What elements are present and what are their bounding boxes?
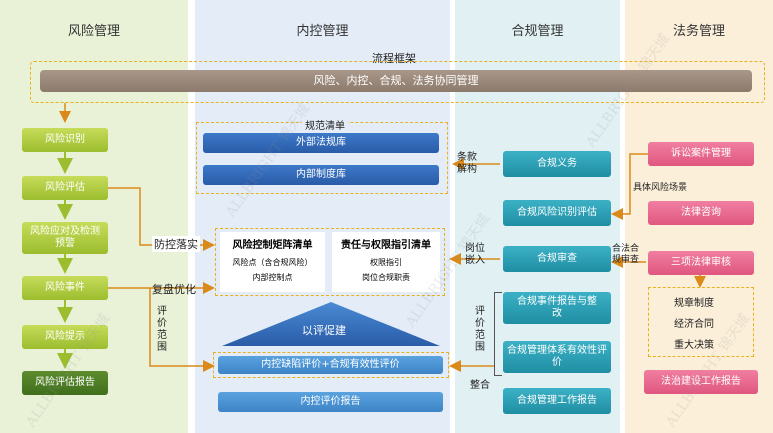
compliance-review: 合规审查 [503,246,611,272]
framework-bar: 风险、内控、合规、法务协同管理 [40,70,752,92]
authority-title: 责任与权限指引清单 [341,240,431,251]
risk-step-report: 风险评估报告 [22,371,108,395]
guifan-title: 规范清单 [302,117,348,132]
compliance-eval-bracket [494,292,502,376]
label-gangwei: 岗位嵌入 [465,243,485,266]
authority-line-permission: 权限指引 [370,258,402,267]
label-jutifengxian: 具体风险场景 [633,180,688,193]
authority-line-duty: 岗位合规职责 [362,273,410,282]
label-tiaokuan: 条款解构 [457,152,477,175]
evaluate-triangle-label: 以评促建 [302,324,346,337]
compliance-event-report: 合规事件报告与整改 [503,292,611,324]
label-pingjia-right: 评价范围 [475,306,485,353]
label-zhenghe: 整合 [470,380,490,391]
legal-consult: 法律咨询 [648,201,754,225]
matrix-title: 风险控制矩阵清单 [232,240,313,251]
legal-review-contracts: 经济合同 [674,319,714,330]
matrix-line-risk-point: 风险点（含合规风险） [232,258,313,267]
matrix-line-control-point: 内部控制点 [252,273,293,282]
compliance-risk-assess: 合规风险识别评估 [503,200,611,226]
matrix-card: 风险控制矩阵清单 风险点（含合规风险） 内部控制点 [220,232,325,292]
compliance-obligation: 合规义务 [503,151,611,177]
label-hefa-tishen: 合法合规审查 [612,244,640,265]
label-fangkong: 防控落实 [152,236,200,252]
guifan-external: 外部法规库 [203,133,439,153]
framework-dashed-frame [30,61,765,103]
legal-report: 法治建设工作报告 [644,370,758,394]
legal-litigation: 诉讼案件管理 [648,142,754,166]
label-pingjia-left: 评价范围 [157,306,167,353]
label-fupan: 复盘优化 [152,283,196,296]
legal-review: 三项法律审核 [648,251,754,275]
evaluate-triangle [222,302,440,346]
risk-step-event: 风险事件 [22,276,108,300]
legal-review-rules: 规章制度 [674,298,714,309]
compliance-work-report: 合规管理工作报告 [503,388,611,414]
guifan-internal: 内部制度库 [203,165,439,185]
column-title-legal: 法务管理 [672,24,725,39]
legal-review-decisions: 重大决策 [674,340,714,351]
risk-step-identify: 风险识别 [22,128,108,152]
risk-step-alert: 风险提示 [22,325,108,349]
column-title-compliance: 合规管理 [511,24,564,39]
compliance-effectiveness: 合规管理体系有效性评价 [503,341,611,373]
matrix-dashed-frame [215,228,445,296]
column-title-internal-control: 内控管理 [296,24,349,39]
risk-step-assess: 风险评估 [22,176,108,200]
evaluate-report: 内控评价报告 [218,392,443,412]
authority-card: 责任与权限指引清单 权限指引 岗位合规职责 [332,232,440,292]
risk-step-respond: 风险应对及检测预警 [22,222,108,254]
column-title-risk: 风险管理 [67,24,120,39]
evaluate-box: 内控缺陷评价+合规有效性评价 [218,356,443,374]
